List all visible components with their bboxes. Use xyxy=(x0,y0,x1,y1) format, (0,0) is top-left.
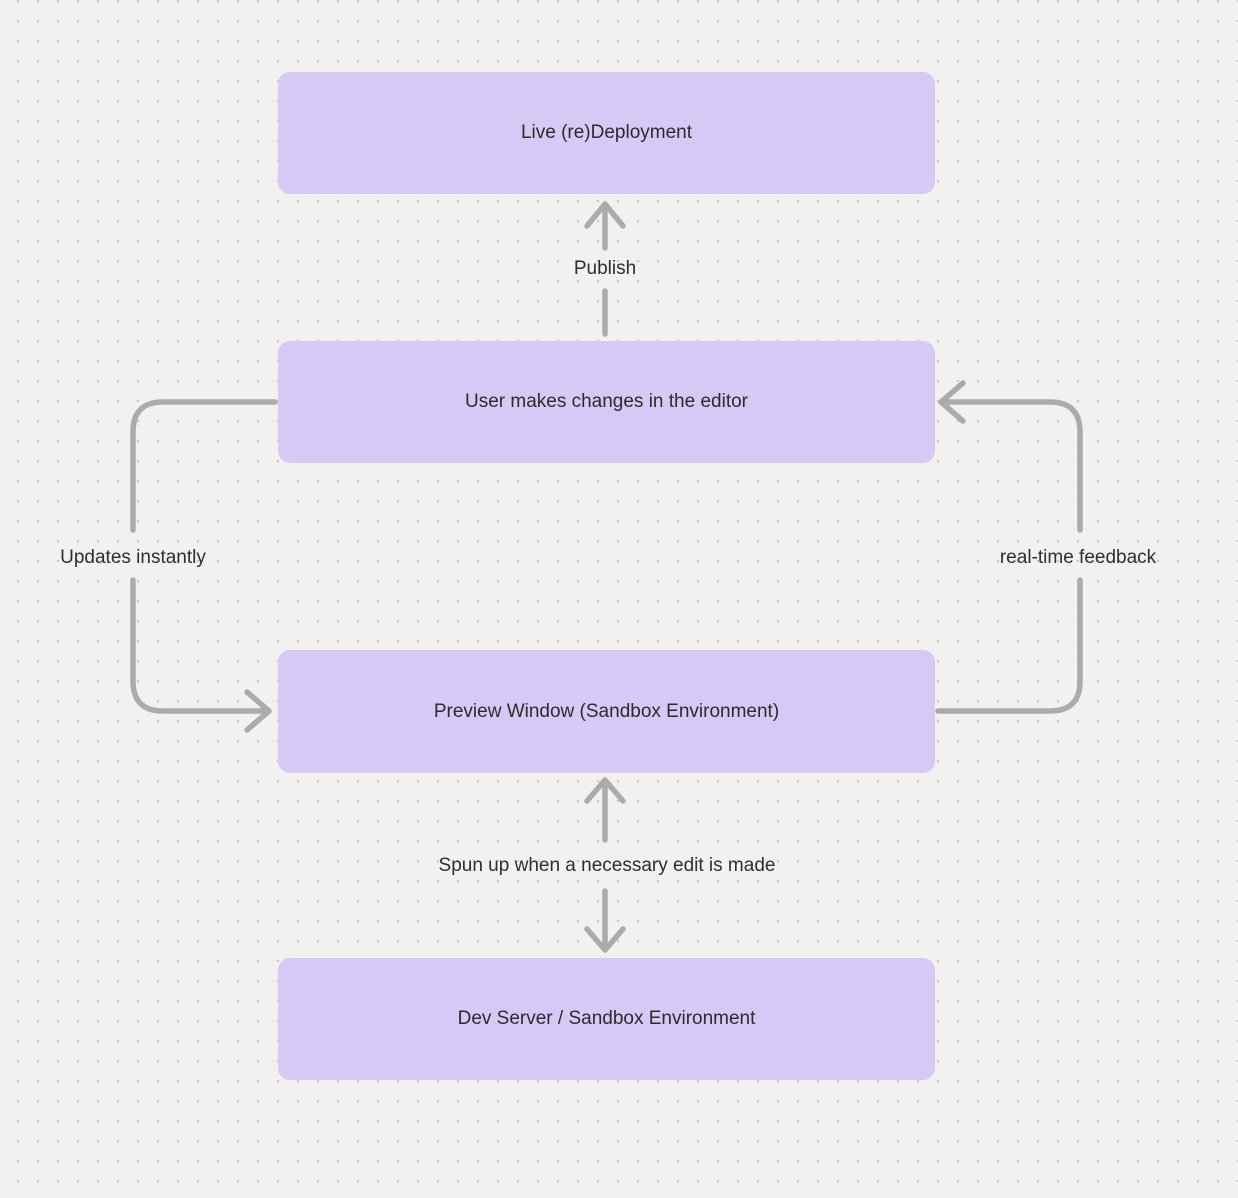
edge-spun-up-arrow[interactable] xyxy=(584,777,626,953)
node-label: Preview Window (Sandbox Environment) xyxy=(433,700,780,722)
edge-label-publish: Publish xyxy=(573,258,637,279)
arrowhead-right-icon xyxy=(244,689,272,733)
arrowhead-up-icon xyxy=(584,201,626,229)
edge-label-updates-instantly: Updates instantly xyxy=(60,547,206,568)
node-dev-server[interactable]: Dev Server / Sandbox Environment xyxy=(278,958,935,1080)
node-editor[interactable]: User makes changes in the editor xyxy=(278,341,935,463)
edge-publish-arrow[interactable] xyxy=(584,201,626,337)
edge-updates-instantly-arrow[interactable] xyxy=(130,399,278,733)
arrowhead-left-icon xyxy=(938,380,966,424)
edge-label-real-time-feedback: real-time feedback xyxy=(999,547,1157,568)
edge-label-spun-up: Spun up when a necessary edit is made xyxy=(438,855,776,876)
edge-real-time-feedback-arrow[interactable] xyxy=(935,380,1083,714)
node-preview-window[interactable]: Preview Window (Sandbox Environment) xyxy=(278,650,935,773)
arrowhead-down-icon xyxy=(584,926,626,953)
arrowhead-up-icon xyxy=(584,777,626,804)
node-label: Live (re)Deployment xyxy=(520,122,693,143)
node-live-redeployment[interactable]: Live (re)Deployment xyxy=(278,72,935,194)
node-label: User makes changes in the editor xyxy=(464,391,749,412)
node-label: Dev Server / Sandbox Environment xyxy=(457,1008,756,1029)
